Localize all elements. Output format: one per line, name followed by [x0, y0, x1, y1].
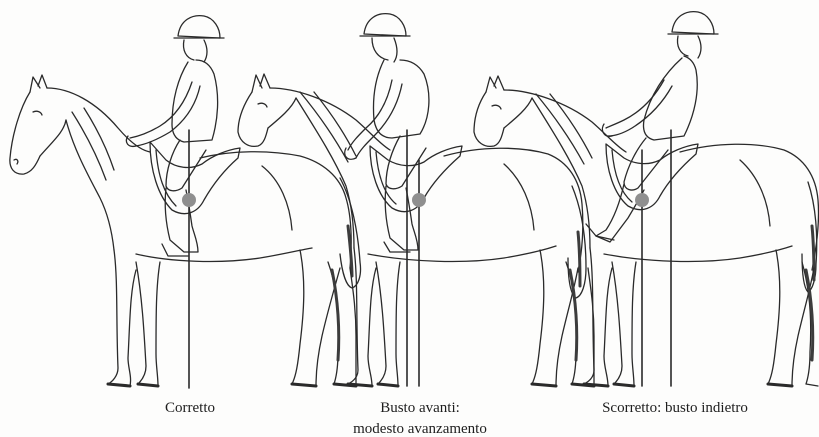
caption-correct: Corretto	[130, 398, 250, 419]
caption-forward: Busto avanti: modesto avanzamento	[330, 398, 510, 437]
figure-backward	[474, 12, 819, 386]
caption-backward: Scorretto: busto indietro	[560, 398, 790, 419]
figure-correct	[10, 16, 361, 388]
caption-correct-line-1: Corretto	[130, 398, 250, 419]
rider-backward	[586, 12, 718, 242]
rider-correct	[126, 16, 224, 256]
caption-forward-line-1: Busto avanti:	[330, 398, 510, 419]
horse-correct	[10, 75, 361, 386]
horse-backward	[474, 76, 819, 386]
balance-marker-correct	[182, 193, 196, 207]
balance-marker-backward	[635, 193, 649, 207]
caption-forward-line-2: modesto avanzamento	[330, 419, 510, 437]
figure-forward	[238, 14, 594, 386]
rider-forward	[345, 14, 429, 252]
balance-marker-forward	[412, 193, 426, 207]
caption-backward-line-1: Scorretto: busto indietro	[560, 398, 790, 419]
